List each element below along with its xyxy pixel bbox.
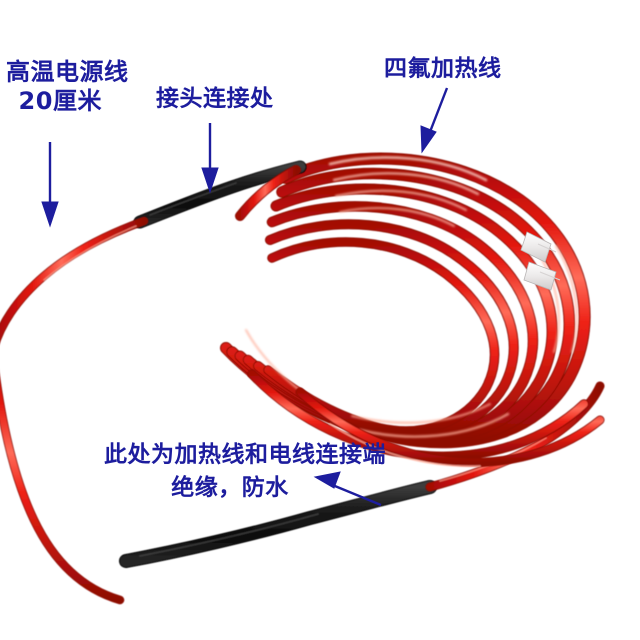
- annotation-power-wire-line1: 高温电源线: [6, 58, 129, 86]
- coil-lower-strands: [247, 369, 605, 468]
- annotation-ptfe-line1: 四氟加热线: [384, 56, 502, 82]
- annotation-power-wire: 高温电源线 20厘米: [6, 58, 129, 117]
- coil-highlights: [245, 156, 578, 438]
- power-lead-lower-left: [0, 375, 125, 605]
- annotation-power-wire-line2: 20厘米: [18, 87, 102, 116]
- annotation-joint-line1: 接头连接处: [156, 86, 274, 112]
- annotation-connection-end-line2: 绝缘，防水: [171, 475, 289, 502]
- coil-upper-left-strands: [235, 165, 301, 221]
- heat-shrink-connector-upper: [133, 160, 307, 229]
- heat-shrink-connector-lower: [119, 480, 437, 568]
- annotation-joint: 接头连接处: [156, 85, 274, 113]
- power-lead-upper: [0, 216, 149, 344]
- cable-tie-lower: [523, 261, 561, 291]
- annotation-connection-end: 此处为加热线和电线连接端 绝缘，防水: [104, 441, 386, 502]
- annotation-ptfe-heating-wire: 四氟加热线: [384, 55, 502, 83]
- cable-tie-upper: [520, 231, 557, 263]
- annotation-connection-end-line1: 此处为加热线和电线连接端: [104, 442, 386, 468]
- heating-wire-coil: [220, 152, 591, 449]
